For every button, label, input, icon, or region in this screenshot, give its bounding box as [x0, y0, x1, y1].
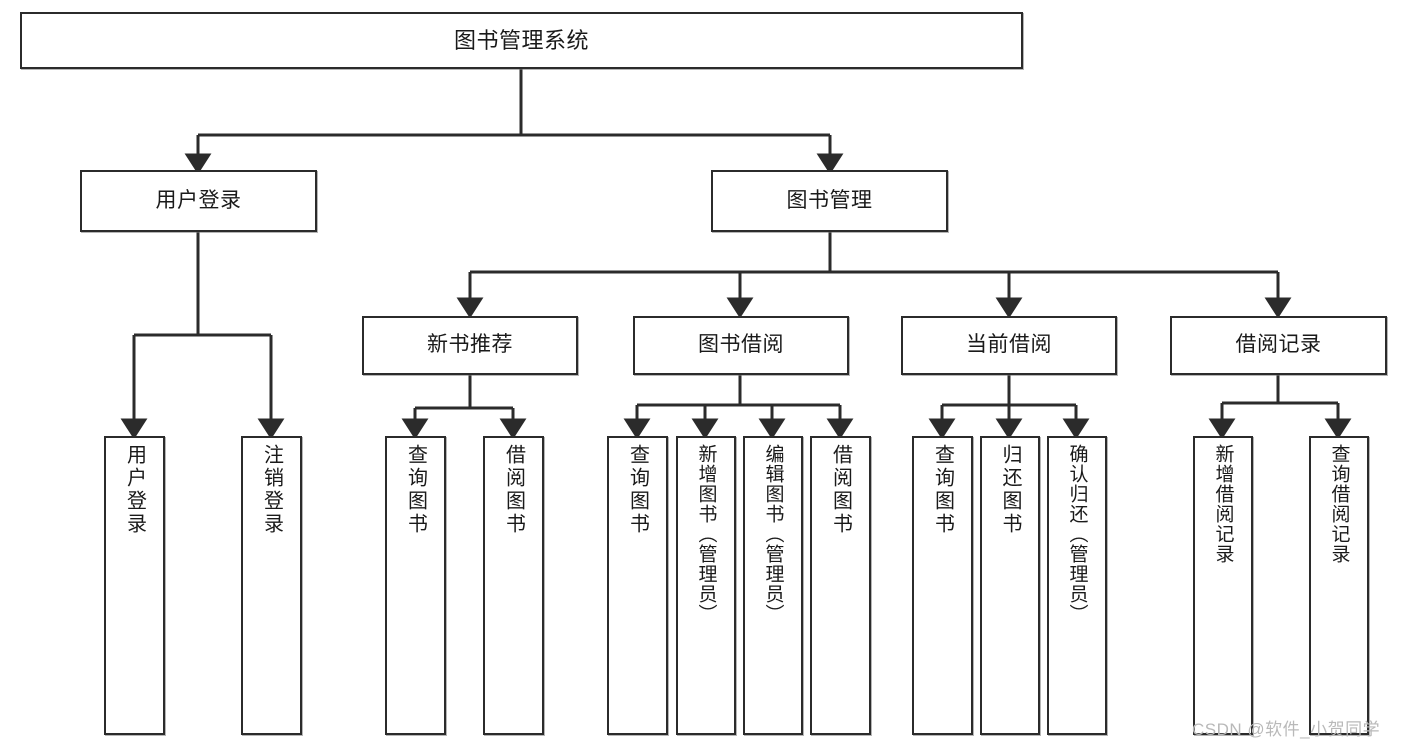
node-leaf-add-borrow-record[interactable]: 新增借阅记录	[1193, 436, 1253, 735]
node-leaf-query-book-borrow[interactable]: 查询图书	[607, 436, 668, 735]
node-label: 用户登录	[123, 444, 146, 536]
node-label: 查询图书	[931, 444, 954, 536]
node-user-login[interactable]: 用户登录	[80, 170, 317, 232]
node-label: 新书推荐	[427, 333, 513, 357]
node-label: 用户登录	[155, 188, 242, 212]
node-label: 注销登录	[260, 444, 283, 536]
node-label: 图书借阅	[698, 333, 784, 357]
node-label: 查询图书	[626, 444, 649, 536]
node-label: 借阅记录	[1235, 333, 1322, 357]
node-leaf-query-book-recommend[interactable]: 查询图书	[385, 436, 446, 735]
node-label: 借阅图书	[502, 444, 525, 536]
node-leaf-confirm-return[interactable]: 确认归还（管理员）	[1047, 436, 1107, 735]
node-label: 借阅图书	[829, 444, 852, 536]
node-label: 归还图书	[999, 444, 1021, 536]
node-leaf-user-login[interactable]: 用户登录	[104, 436, 165, 735]
csdn-watermark: CSDN @软件_小贺同学	[1192, 720, 1381, 739]
node-leaf-edit-book[interactable]: 编辑图书（管理员）	[743, 436, 803, 735]
node-book-management[interactable]: 图书管理	[711, 170, 948, 232]
node-label: 新增借阅记录	[1212, 444, 1234, 564]
node-label: 编辑图书（管理员）	[762, 444, 784, 624]
node-leaf-borrow-book-recommend[interactable]: 借阅图书	[483, 436, 544, 735]
node-label: 查询图书	[404, 444, 427, 536]
node-label: 图书管理	[786, 188, 873, 212]
node-label: 图书管理系统	[453, 27, 589, 53]
node-borrow-record[interactable]: 借阅记录	[1170, 316, 1387, 375]
node-new-book-recommend[interactable]: 新书推荐	[362, 316, 578, 375]
node-leaf-borrow-book[interactable]: 借阅图书	[810, 436, 871, 735]
node-leaf-query-borrow-record[interactable]: 查询借阅记录	[1309, 436, 1369, 735]
node-label: 当前借阅	[966, 333, 1052, 357]
node-label: 查询借阅记录	[1328, 444, 1350, 564]
node-label: 确认归还（管理员）	[1066, 444, 1088, 624]
node-root-book-management-system[interactable]: 图书管理系统	[20, 12, 1023, 69]
node-label: 新增图书（管理员）	[695, 444, 717, 624]
node-leaf-add-book[interactable]: 新增图书（管理员）	[676, 436, 736, 735]
node-book-borrow[interactable]: 图书借阅	[633, 316, 849, 375]
node-current-borrow[interactable]: 当前借阅	[901, 316, 1117, 375]
node-leaf-query-book-current[interactable]: 查询图书	[912, 436, 973, 735]
node-leaf-logout-login[interactable]: 注销登录	[241, 436, 302, 735]
node-leaf-return-book[interactable]: 归还图书	[980, 436, 1040, 735]
